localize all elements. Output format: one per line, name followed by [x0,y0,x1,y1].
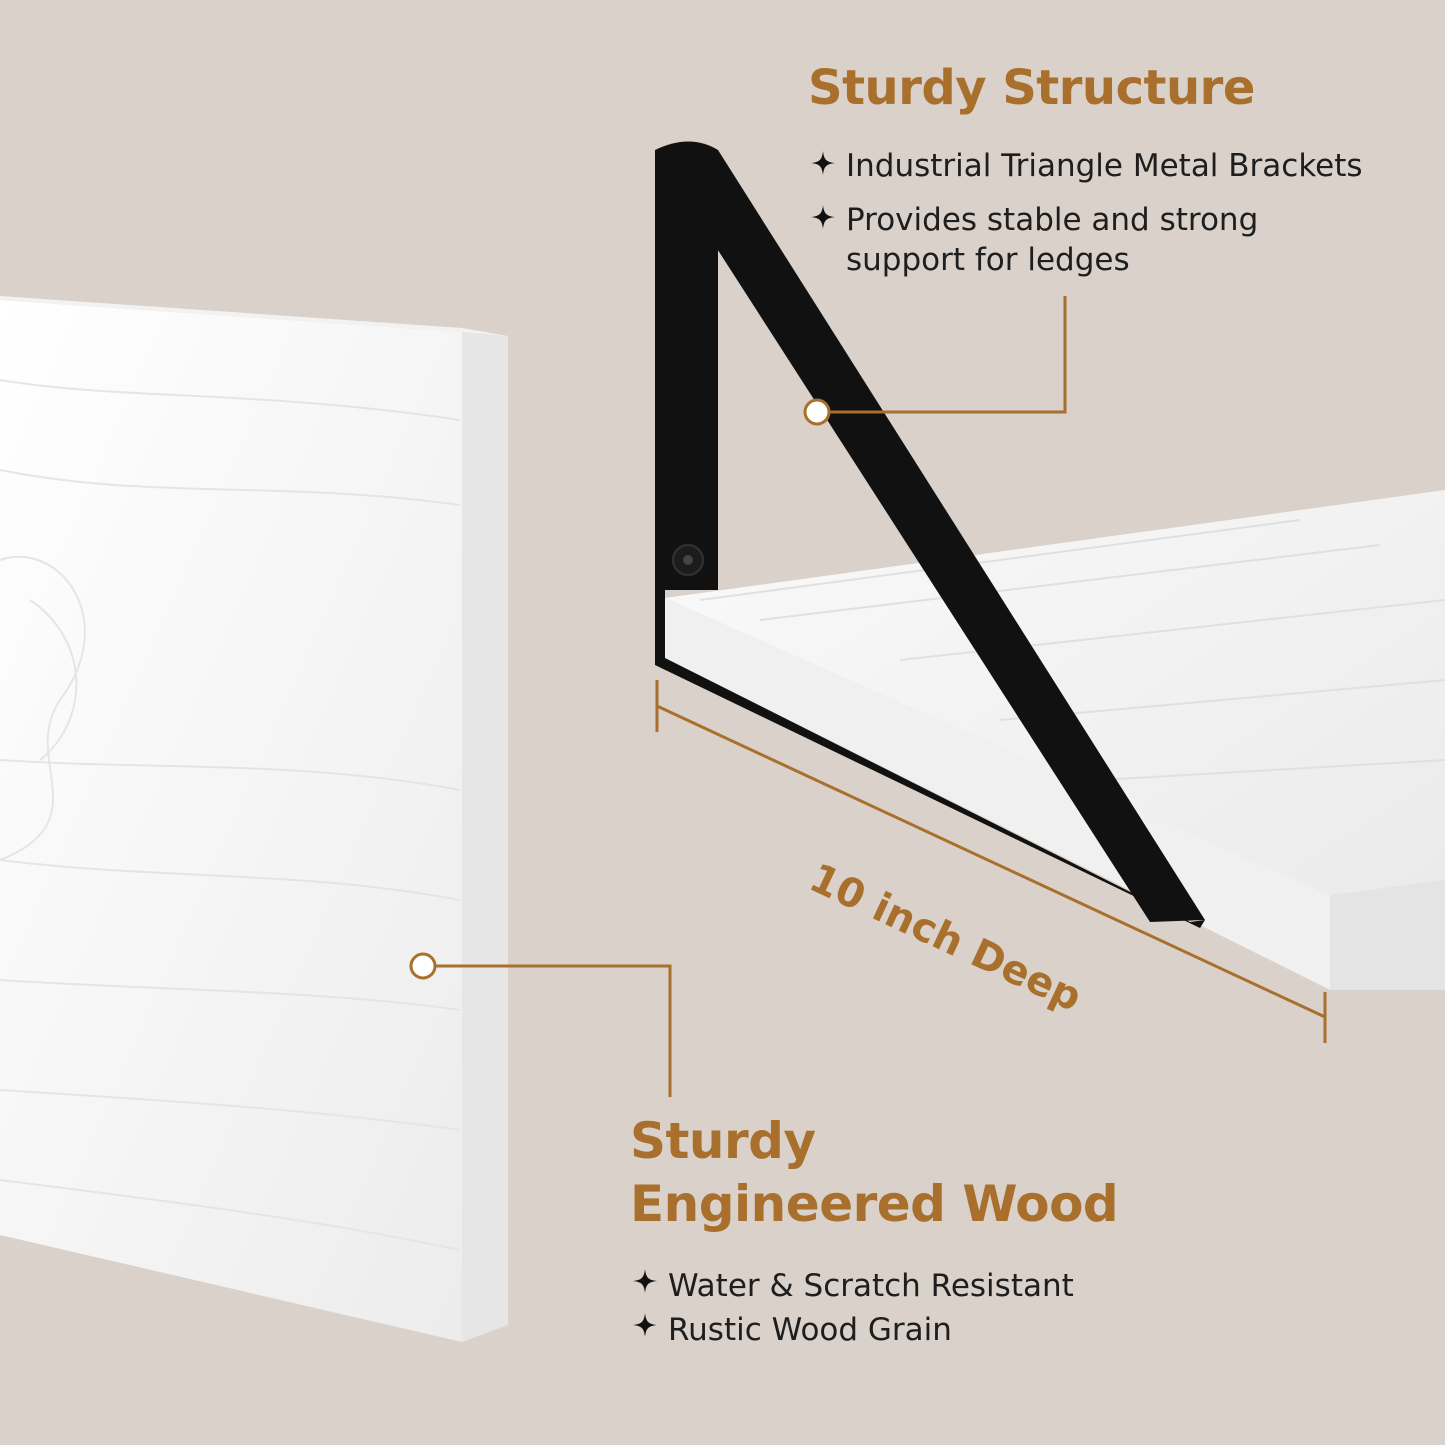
structure-bullet: Industrial Triangle Metal Brackets [810,146,1430,186]
bracket-callout-leader [803,296,1067,426]
structure-title: Sturdy Structure [808,60,1255,116]
shelf-with-bracket [655,141,1445,990]
structure-bullet-text: Industrial Triangle Metal Brackets [846,148,1363,184]
structure-bullet-list: Industrial Triangle Metal Brackets Provi… [810,146,1430,280]
wood-bullet: Water & Scratch Resistant [632,1264,1192,1308]
wood-bullet: Rustic Wood Grain [632,1308,1192,1352]
four-point-star-icon [810,204,836,230]
structure-bullet: Provides stable and strong support for l… [810,200,1430,280]
four-point-star-icon [632,1312,658,1338]
structure-bullet-text: Provides stable and strong support for l… [846,202,1259,278]
four-point-star-icon [632,1268,658,1294]
wood-bullet-list: Water & Scratch Resistant Rustic Wood Gr… [632,1264,1192,1352]
wood-callout-leader [409,952,672,1097]
wood-bullet-text: Water & Scratch Resistant [668,1268,1074,1304]
wood-title-line2: Engineered Wood [630,1175,1119,1233]
four-point-star-icon [810,150,836,176]
wood-board [0,296,508,1342]
depth-dimension-line [655,680,1327,1043]
wood-bullet-text: Rustic Wood Grain [668,1312,952,1348]
wood-title-line1: Sturdy [630,1112,816,1170]
